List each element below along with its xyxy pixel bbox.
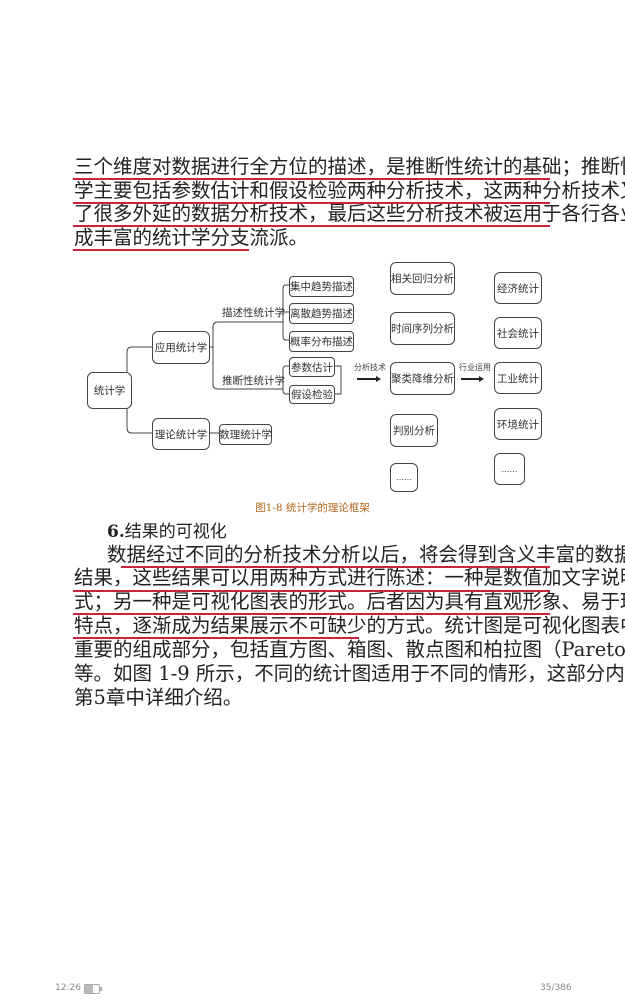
diagram-connectors bbox=[126, 284, 484, 434]
highlight-underline bbox=[73, 613, 550, 615]
section-title: 结果的可视化 bbox=[124, 522, 227, 542]
node-dispersion: 离散趋势描述 bbox=[289, 303, 354, 324]
node-industry: 环境统计 bbox=[494, 408, 542, 440]
section-number: 6. bbox=[107, 522, 125, 542]
text-line: 了很多外延的数据分析技术，最后这些分析技术被运用于各行各业，形 bbox=[74, 202, 625, 225]
node-mathematical-statistics: 数理统计学 bbox=[219, 424, 272, 445]
node-industry-more: …… bbox=[494, 453, 525, 485]
page-indicator[interactable]: 35/386 bbox=[540, 983, 572, 993]
highlight-underline bbox=[73, 202, 550, 204]
highlight-underline bbox=[73, 225, 550, 227]
text-line: 成丰富的统计学分支流派。 bbox=[74, 226, 309, 249]
node-industry: 工业统计 bbox=[494, 362, 542, 394]
node-technique: 相关回归分析 bbox=[390, 262, 455, 295]
section-heading: 6.结果的可视化 bbox=[107, 520, 227, 544]
text-line: 式；另一种是可视化图表的形式。后者因为具有直观形象、易于理解的 bbox=[74, 590, 625, 613]
node-parameter-estimation: 参数估计 bbox=[289, 357, 335, 377]
label-inferential-statistics: 推断性统计学 bbox=[222, 375, 285, 387]
battery-icon bbox=[84, 984, 102, 994]
label-descriptive-statistics: 描述性统计学 bbox=[222, 307, 285, 319]
node-technique: 时间序列分析 bbox=[390, 312, 455, 345]
highlight-underline bbox=[73, 249, 249, 251]
text-line: 三个维度对数据进行全方位的描述，是推断性统计的基础；推断性统计 bbox=[74, 155, 625, 178]
text-line: 重要的组成部分，包括直方图、箱图、散点图和柏拉图（Pareto chart） bbox=[74, 638, 625, 661]
text-line: 特点，逐渐成为结果展示不可缺少的方式。统计图是可视化图表中非常 bbox=[74, 614, 625, 637]
text-line: 结果，这些结果可以用两种方式进行陈述：一种是数值加文字说明的方 bbox=[74, 566, 625, 589]
node-hypothesis-testing: 假设检验 bbox=[289, 385, 335, 404]
node-theoretical-statistics: 理论统计学 bbox=[152, 418, 210, 450]
clock: 12:26 bbox=[55, 983, 81, 993]
node-industry: 社会统计 bbox=[494, 317, 542, 349]
node-technique-more: …… bbox=[390, 463, 418, 492]
text-line: 数据经过不同的分析技术分析以后，将会得到含义丰富的数据分析 bbox=[107, 543, 625, 566]
text-line: 第5章中详细介绍。 bbox=[74, 686, 243, 709]
node-central-tendency: 集中趋势描述 bbox=[289, 276, 354, 297]
node-technique: 判别分析 bbox=[390, 414, 438, 447]
highlight-underline bbox=[73, 637, 359, 639]
node-industry: 经济统计 bbox=[494, 272, 542, 304]
arrow-label-analysis: 分析技术 bbox=[354, 363, 386, 372]
highlight-underline bbox=[73, 590, 550, 592]
node-probability-distribution: 概率分布描述 bbox=[289, 331, 354, 352]
figure-caption: 图1-8 统计学的理论框架 bbox=[255, 502, 370, 514]
text-line: 等。如图 1-9 所示，不同的统计图适用于不同的情形，这部分内容将在 bbox=[74, 662, 625, 685]
node-applied-statistics: 应用统计学 bbox=[152, 331, 210, 364]
highlight-underline bbox=[121, 566, 550, 568]
highlight-underline bbox=[73, 178, 550, 180]
text-line: 学主要包括参数估计和假设检验两种分析技术，这两种分析技术又形成 bbox=[74, 179, 625, 202]
arrow-label-industry: 行业运用 bbox=[459, 363, 491, 372]
node-statistics: 统计学 bbox=[87, 372, 132, 409]
node-technique: 聚类降维分析 bbox=[390, 362, 455, 395]
